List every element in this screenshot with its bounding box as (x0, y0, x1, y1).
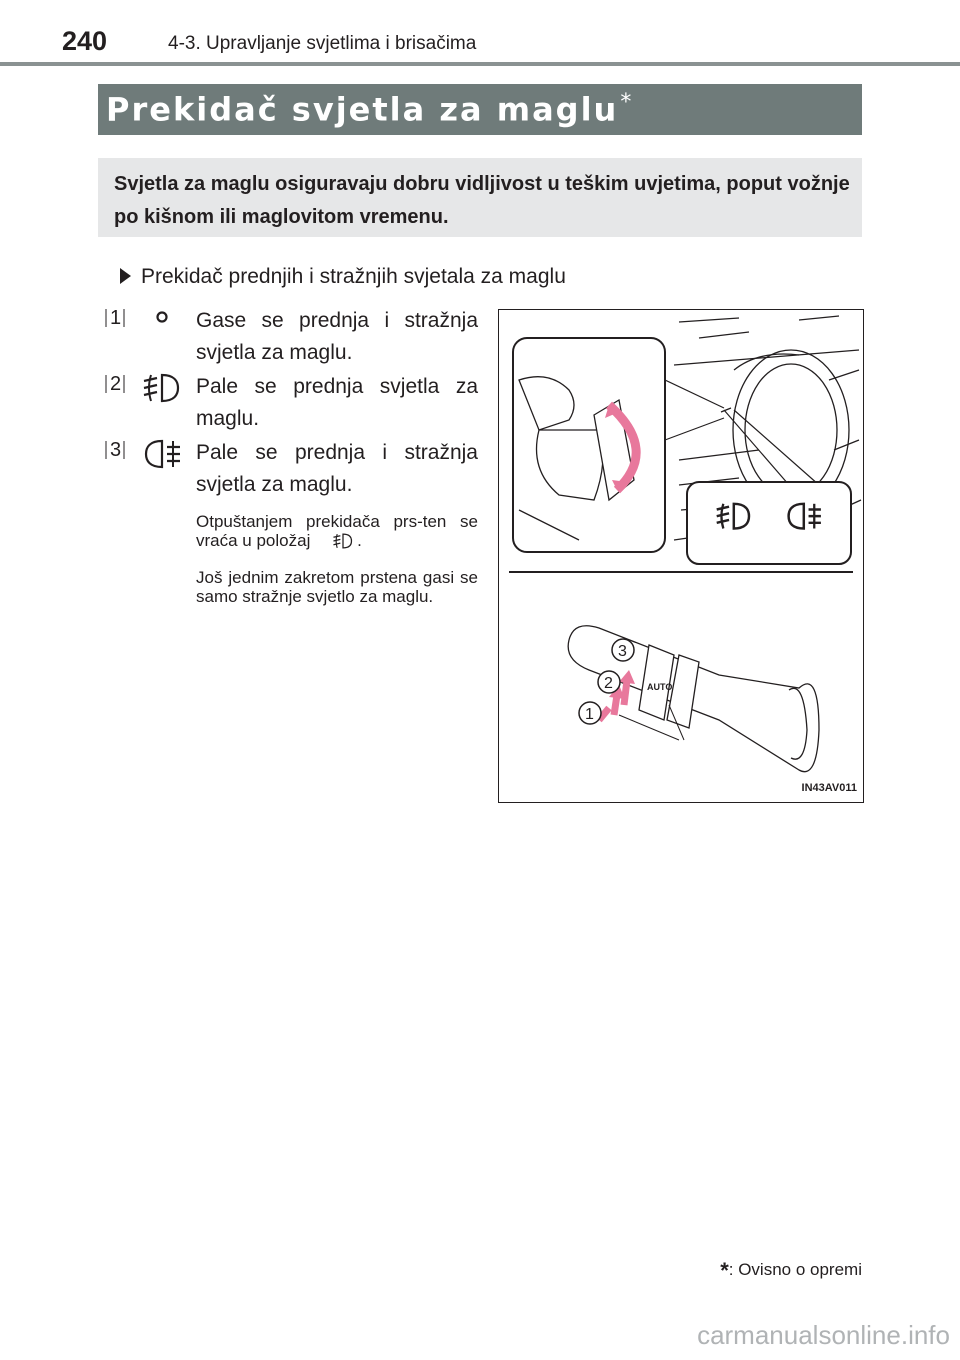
figure-id: IN43AV011 (801, 782, 857, 794)
note-release-text: Otpuštanjem prekidača prs-ten se vraća u… (196, 512, 478, 550)
front-fog-light-icon (333, 533, 353, 549)
chapter-title: 4-3. Upravljanje svjetlima i brisačima (168, 33, 477, 54)
title-asterisk: * (620, 90, 634, 115)
svg-text:3: 3 (618, 643, 627, 660)
rear-fog-light-icon (787, 502, 821, 530)
note-again: Još jednim zakretom prstena gasi se samo… (196, 568, 478, 606)
callout-3: 3 (611, 638, 635, 662)
item-number: 1 (105, 307, 125, 330)
front-fog-light-icon (716, 502, 751, 530)
svg-text:2: 2 (604, 675, 613, 692)
rear-fog-light-icon (144, 439, 180, 469)
callout-1: 1 (578, 701, 602, 725)
number-frame-icon (105, 309, 125, 327)
subheading: Prekidač prednjih i stražnjih svjetala z… (120, 265, 566, 289)
item-description: Gase se prednja i stražnja svjetla za ma… (196, 309, 478, 364)
item-description: Pale se prednja svjetla za maglu. (196, 375, 478, 430)
note-release: Otpuštanjem prekidača prs-ten se vraća u… (196, 512, 478, 550)
item-number: 3 (105, 439, 125, 462)
section-title-text: Prekidač svjetla za maglu (106, 90, 619, 129)
intro-text: Svjetla za maglu osiguravaju dobru vidlj… (114, 173, 850, 228)
footnote: *: Ovisno o opremi (720, 1258, 862, 1284)
svg-text:1: 1 (585, 706, 594, 723)
intro-box: Svjetla za maglu osiguravaju dobru vidlj… (98, 158, 862, 237)
item-description: Pale se prednja i stražnja svjetla za ma… (196, 441, 478, 496)
front-fog-light-icon (143, 373, 180, 403)
illustration-drawing: AUTO 3 2 1 (509, 315, 862, 773)
section-title: Prekidač svjetla za maglu* (106, 90, 633, 129)
number-frame-icon (105, 441, 125, 459)
number-frame-icon (105, 375, 125, 393)
note-release-end: . (357, 531, 362, 550)
footnote-text: : Ovisno o opremi (728, 1260, 862, 1279)
header-rule (0, 62, 960, 66)
footnote-star: * (720, 1258, 729, 1283)
section-title-bar: Prekidač svjetla za maglu* (98, 84, 862, 135)
off-circle-icon (156, 311, 168, 323)
fog-switch-illustration: AUTO 3 2 1 IN43AV011 (498, 309, 864, 803)
page-number: 240 (62, 26, 108, 56)
subheading-text: Prekidač prednjih i stražnjih svjetala z… (141, 265, 566, 288)
item-number: 2 (105, 373, 125, 396)
callout-2: 2 (597, 670, 621, 694)
triangle-bullet-icon (120, 268, 131, 284)
watermark: carmanualsonline.info (697, 1320, 950, 1350)
svg-text:AUTO: AUTO (647, 682, 672, 692)
